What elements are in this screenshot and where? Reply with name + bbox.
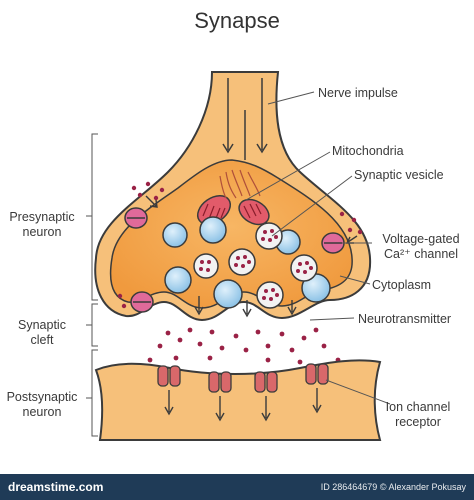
label-cleft-line1: Synaptic	[18, 318, 66, 332]
label-voltage-gated: Voltage-gated Ca²⁺ channel	[374, 232, 468, 262]
label-synaptic-vesicle: Synaptic vesicle	[354, 168, 444, 182]
ca-channel-bottom-left	[130, 291, 154, 313]
label-presynaptic-line2: neuron	[22, 225, 62, 239]
ca-channel-right	[321, 232, 345, 254]
cleft-neurotransmitters	[147, 327, 341, 365]
calcium-ions	[117, 181, 363, 309]
receptor-3	[254, 371, 278, 393]
ca-channel-left	[124, 207, 148, 229]
diagram-title: Synapse	[194, 8, 280, 33]
bracket-cleft	[86, 303, 98, 347]
vesicle-large-4	[213, 279, 243, 309]
vesicle-filled-3	[290, 254, 318, 282]
receptor-1	[157, 365, 181, 387]
label-postsynaptic-neuron: Postsynaptic neuron	[0, 390, 84, 420]
vesicle-filled-2	[228, 248, 256, 276]
label-presynaptic-neuron: Presynaptic neuron	[0, 210, 84, 240]
label-postsynaptic-line1: Postsynaptic	[6, 390, 78, 404]
footer-brand: dreamstime.com	[8, 480, 104, 494]
postsynaptic-arrows	[164, 388, 322, 422]
label-mitochondria: Mitochondria	[332, 144, 404, 158]
vesicle-large-1	[199, 216, 227, 244]
receptor-4	[305, 363, 329, 385]
label-nerve-impulse: Nerve impulse	[318, 86, 398, 100]
label-cytoplasm: Cytoplasm	[372, 278, 432, 292]
bracket-presynaptic	[86, 133, 98, 301]
label-presynaptic-line1: Presynaptic	[9, 210, 75, 224]
release-arrows	[194, 296, 297, 318]
footer-bar: dreamstime.com ID 286464679 © Alexander …	[0, 474, 474, 500]
label-synaptic-cleft: Synaptic cleft	[0, 318, 84, 348]
bracket-postsynaptic	[86, 349, 98, 437]
vesicle-filled-5	[193, 253, 219, 279]
impulse-arrows	[222, 78, 268, 160]
label-voltage-gated-line1: Voltage-gated	[382, 232, 460, 246]
mitochondrion-2	[238, 198, 270, 226]
label-voltage-gated-line2: Ca²⁺ channel	[384, 247, 458, 261]
vesicle-large-3	[164, 266, 192, 294]
label-ion-channel-line2: receptor	[395, 415, 441, 429]
footer-credit: ID 286464679 © Alexander Pokusay	[320, 482, 466, 492]
receptor-2	[208, 371, 232, 393]
synapse-diagram	[86, 71, 391, 441]
vesicle-filled-4	[256, 281, 284, 309]
vesicle-large-2	[162, 222, 188, 248]
postsynaptic-membrane	[94, 359, 382, 441]
vesicle-filled-1	[255, 222, 283, 250]
label-ion-channel-line1: Ion channel	[385, 400, 451, 414]
cytoskeleton-lines	[219, 169, 261, 199]
label-ion-channel-receptor: Ion channel receptor	[378, 400, 458, 430]
leader-lines	[245, 91, 391, 405]
label-neurotransmitter: Neurotransmitter	[358, 312, 452, 326]
label-cleft-line2: cleft	[30, 333, 54, 347]
label-postsynaptic-line2: neuron	[22, 405, 62, 419]
